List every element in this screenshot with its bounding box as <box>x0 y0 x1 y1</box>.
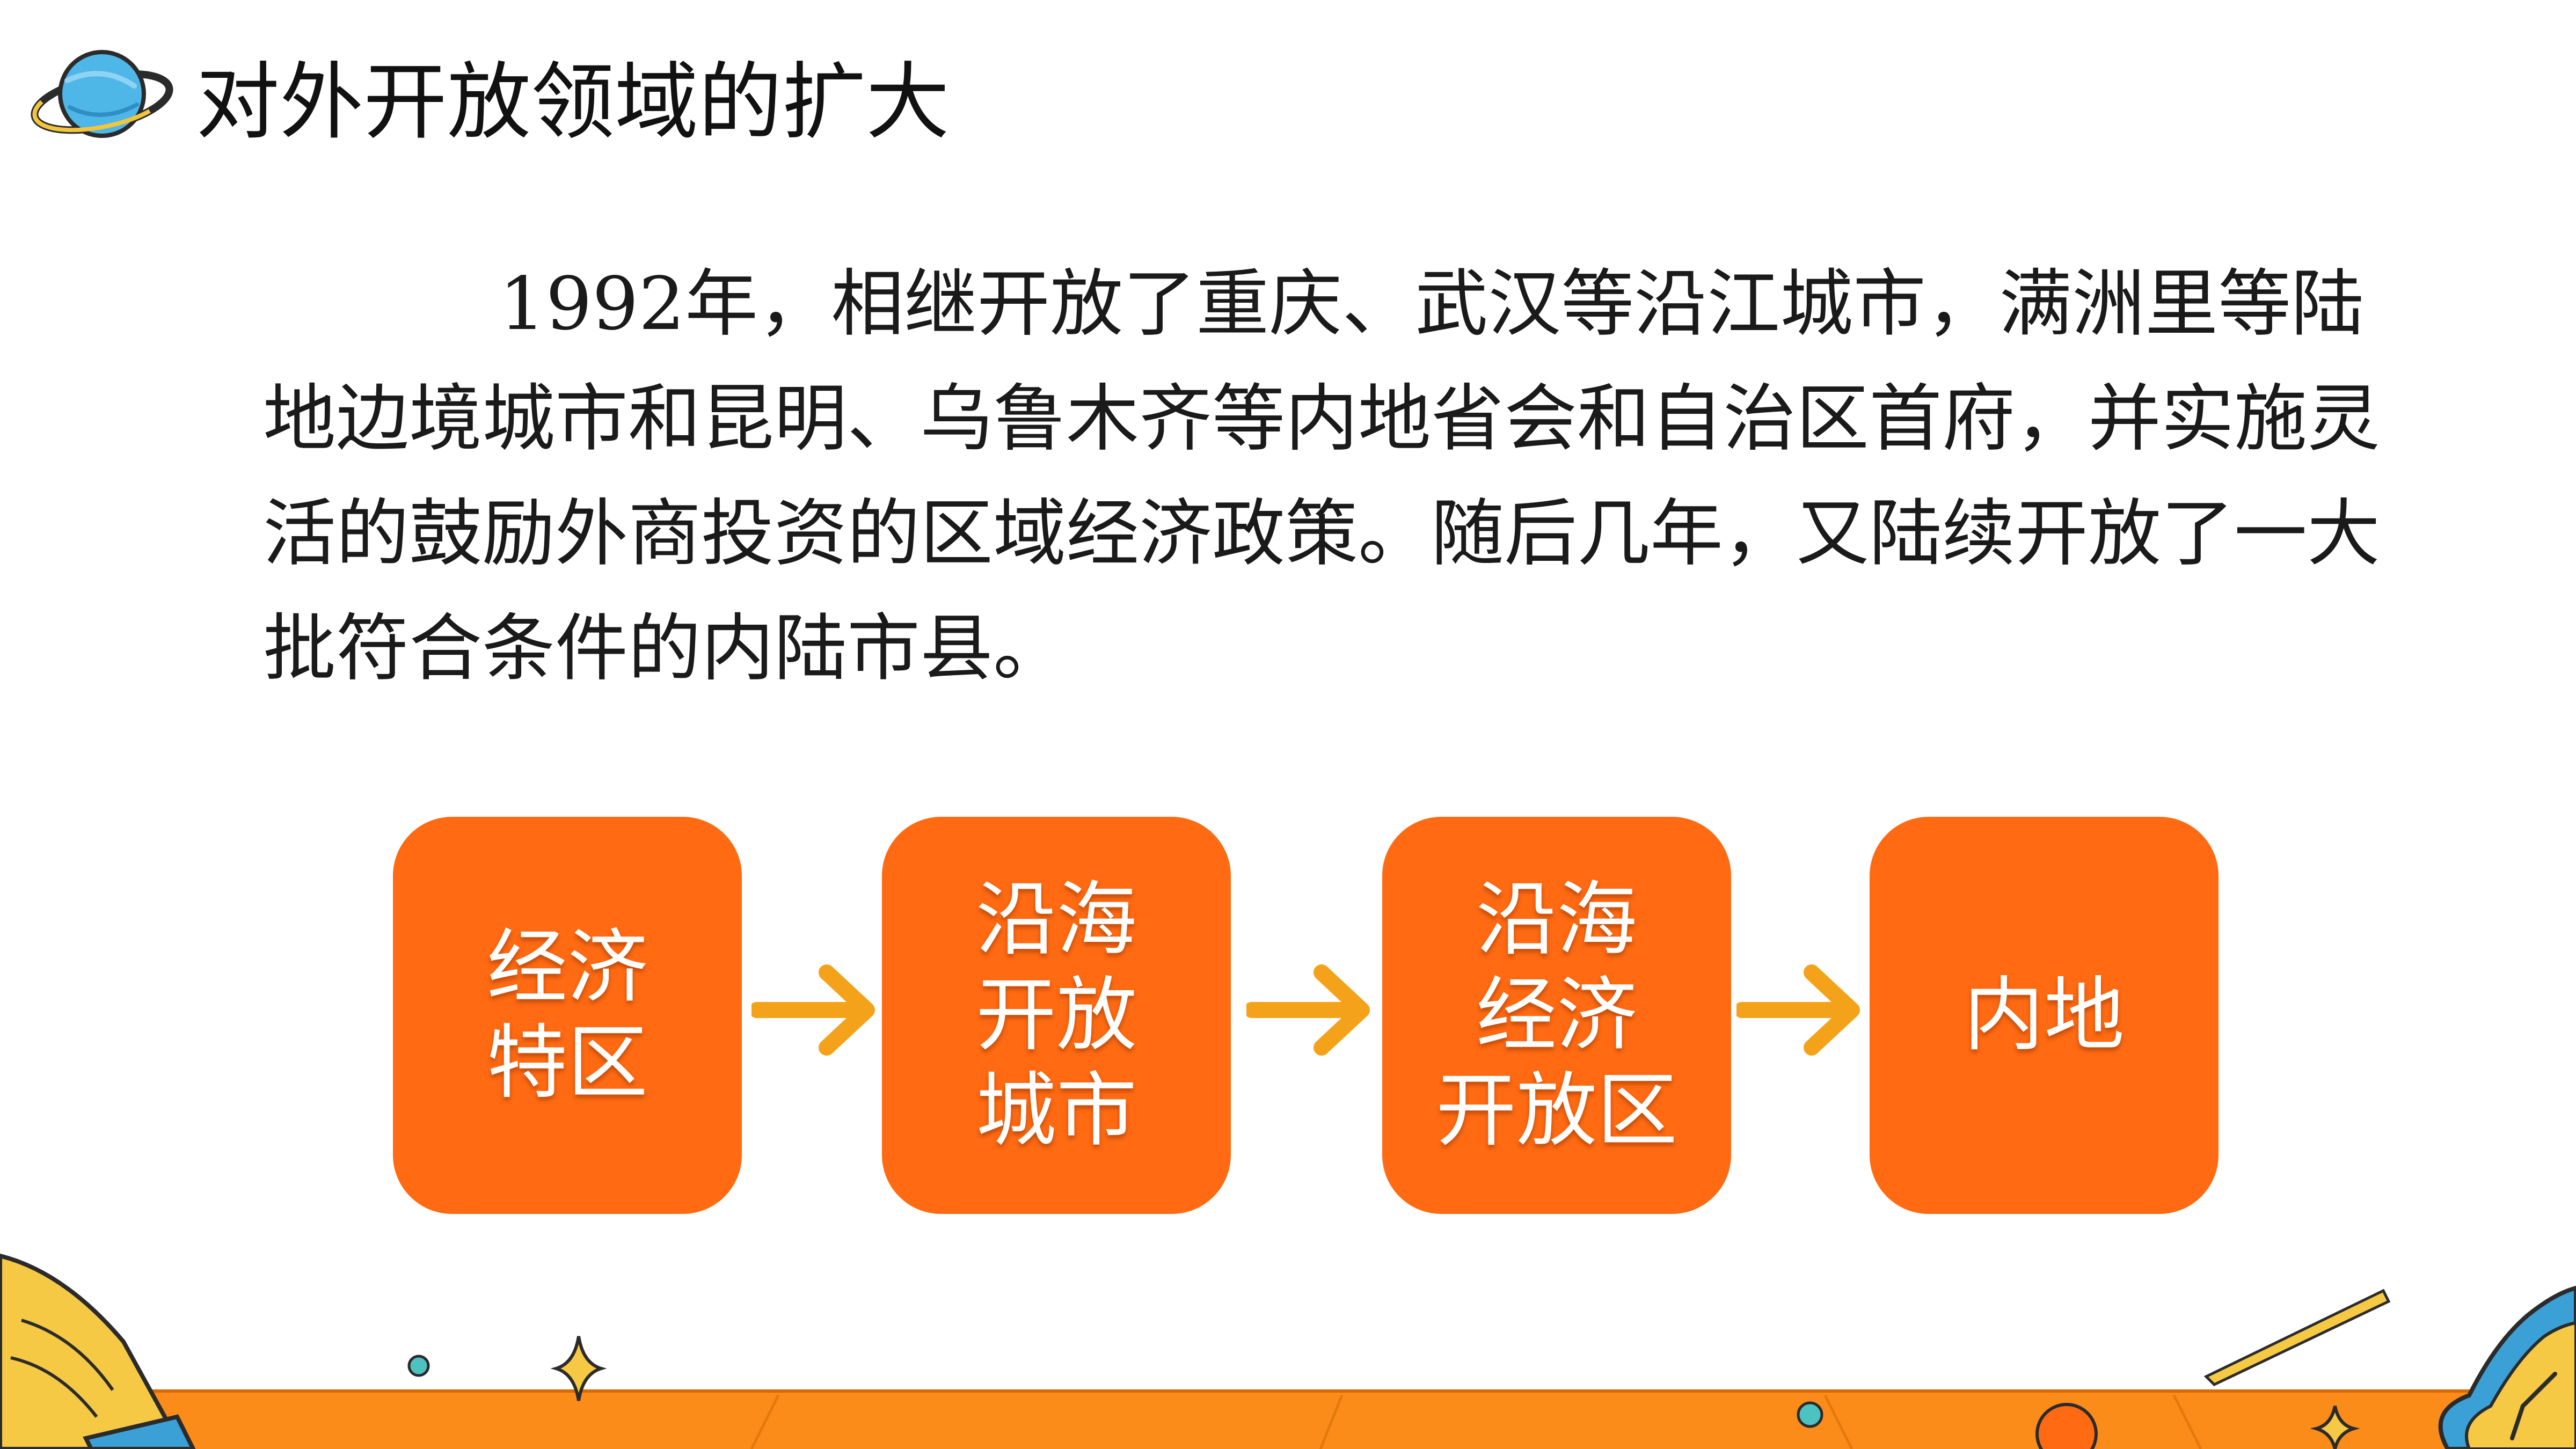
planet-icon <box>31 50 173 138</box>
shooting-star-icon <box>2203 1289 2391 1387</box>
page-title: 对外开放领域的扩大 <box>196 53 950 151</box>
flow-box-inland: 内地 <box>1870 817 2219 1214</box>
arrow-right-icon <box>1246 964 1370 1056</box>
flow-box-label: 经济 特区 <box>486 921 648 1110</box>
flow-box-label: 沿海 开放 城市 <box>975 873 1137 1158</box>
arrow-right-icon <box>751 964 875 1056</box>
sparkle-icon <box>2310 1406 2360 1449</box>
flow-box-label: 沿海 经济 开放区 <box>1435 873 1677 1158</box>
arrow-right-icon <box>1736 964 1860 1056</box>
bottom-band <box>0 1391 2576 1449</box>
flow-box-coastal-economic-open-zone: 沿海 经济 开放区 <box>1382 817 1731 1214</box>
flow-box-label: 内地 <box>1963 969 2125 1062</box>
book-icon <box>0 1253 196 1449</box>
sparkle-icon <box>550 1336 607 1401</box>
bottom-decoration <box>0 1253 2576 1449</box>
body-paragraph: 1992年，相继开放了重庆、武汉等沿江城市，满洲里等陆地边境城市和昆明、乌鲁木齐… <box>263 262 2380 691</box>
flow-box-coastal-open-city: 沿海 开放 城市 <box>882 817 1231 1214</box>
flow-box-special-economic-zone: 经济 特区 <box>393 817 742 1214</box>
clock-icon <box>2438 1285 2576 1449</box>
